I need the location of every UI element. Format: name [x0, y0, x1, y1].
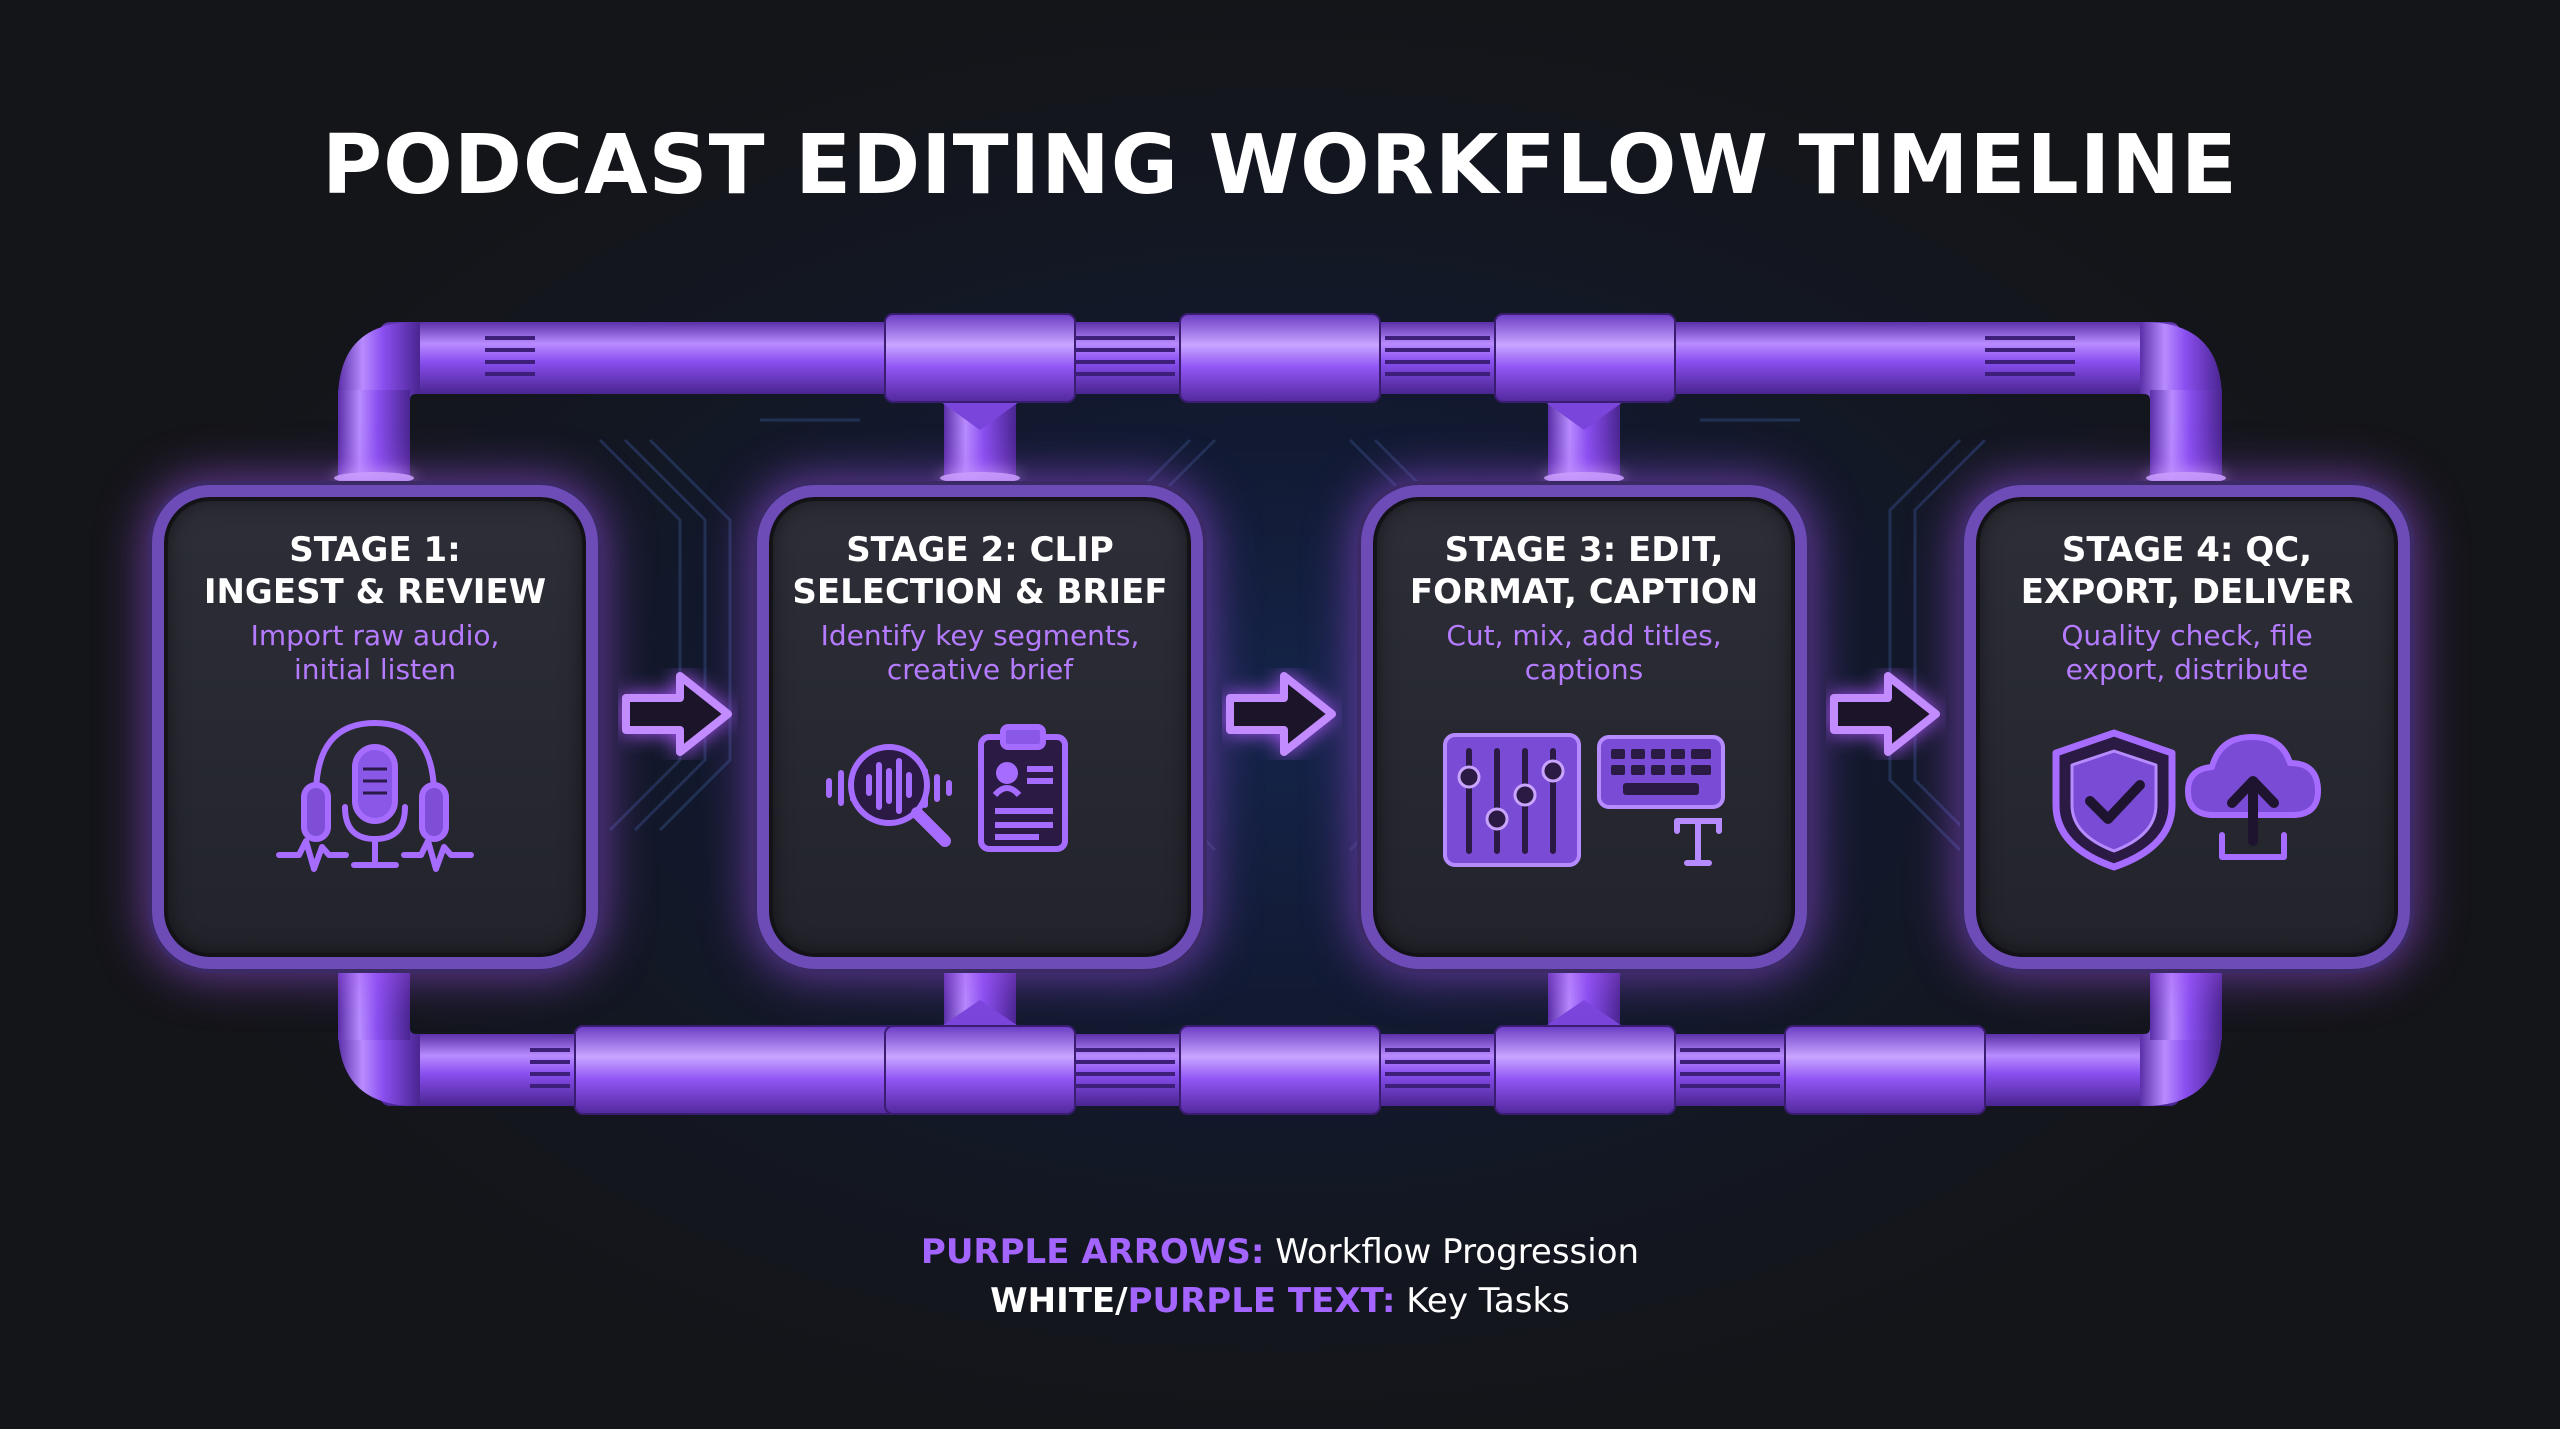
stage-description: Import raw audio, initial listen [174, 619, 576, 687]
waveform-magnifier-icon [826, 744, 952, 847]
headphones-microphone-icon [276, 720, 474, 872]
stage-desc-line2: captions [1524, 653, 1644, 686]
stage-title-line1: STAGE 1: [289, 530, 461, 570]
pipe-couplers [574, 313, 1986, 1115]
stage-title: STAGE 4: QC, EXPORT, DELIVER [1986, 529, 2388, 613]
stage-icons [164, 715, 586, 885]
page-title: PODCAST EDITING WORKFLOW TIMELINE [322, 118, 2238, 213]
stage-description: Cut, mix, add titles, captions [1383, 619, 1785, 687]
stage-title: STAGE 2: CLIP SELECTION & BRIEF [779, 529, 1181, 613]
stage-title-line1: STAGE 3: EDIT, [1444, 530, 1724, 570]
stage-title-line2: SELECTION & BRIEF [792, 572, 1168, 612]
shield-check-icon [2052, 729, 2176, 871]
cloud-upload-icon [2185, 734, 2321, 860]
legend-line-text: WHITE/PURPLE TEXT: Key Tasks [0, 1277, 2560, 1325]
stage-title: STAGE 1: INGEST & REVIEW [174, 529, 576, 613]
mixer-sliders-icon [1443, 733, 1581, 867]
stage-card-3: STAGE 3: EDIT, FORMAT, CAPTION Cut, mix,… [1361, 485, 1807, 969]
stage-desc-line2: export, distribute [2065, 653, 2309, 686]
stage-title: STAGE 3: EDIT, FORMAT, CAPTION [1383, 529, 1785, 613]
stage-icons [1976, 715, 2398, 885]
stage-icons [1373, 715, 1795, 885]
right-arrow-icon [1226, 672, 1336, 756]
stage-title-line2: FORMAT, CAPTION [1409, 572, 1759, 612]
legend-line-arrows: PURPLE ARROWS: Workflow Progression [0, 1228, 2560, 1276]
stage-title-line1: STAGE 2: CLIP [846, 530, 1114, 570]
stage-card-2: STAGE 2: CLIP SELECTION & BRIEF Identify… [757, 485, 1203, 969]
stage-desc-line2: creative brief [886, 653, 1074, 686]
right-arrow-icon [1830, 672, 1940, 756]
legend-value-text: Key Tasks [1395, 1281, 1570, 1321]
clipboard-brief-icon [978, 724, 1068, 852]
stage-card-4: STAGE 4: QC, EXPORT, DELIVER Quality che… [1964, 485, 2410, 969]
pipe-ribs [485, 336, 2075, 1088]
stage-title-line2: EXPORT, DELIVER [2020, 572, 2354, 612]
legend-value-arrows: Workflow Progression [1264, 1232, 1640, 1272]
stage-card-1: STAGE 1: INGEST & REVIEW Import raw audi… [152, 485, 598, 969]
stage-description: Quality check, file export, distribute [1986, 619, 2388, 687]
legend-key-white: WHITE/ [990, 1281, 1128, 1321]
stage-icons [769, 715, 1191, 885]
stage-desc-line1: Identify key segments, [820, 619, 1140, 652]
stage-description: Identify key segments, creative brief [779, 619, 1181, 687]
legend-key-arrows: PURPLE ARROWS: [920, 1232, 1265, 1272]
stage-desc-line1: Import raw audio, [250, 619, 500, 652]
stage-desc-line1: Cut, mix, add titles, [1446, 619, 1722, 652]
legend-key-purple: PURPLE TEXT: [1127, 1281, 1396, 1321]
right-arrow-icon [622, 672, 732, 756]
stage-title-line1: STAGE 4: QC, [2061, 530, 2313, 570]
stage-desc-line1: Quality check, file [2061, 619, 2313, 652]
stage-desc-line2: initial listen [294, 653, 456, 686]
keyboard-text-icon [1597, 735, 1725, 866]
stage-title-line2: INGEST & REVIEW [203, 572, 547, 612]
